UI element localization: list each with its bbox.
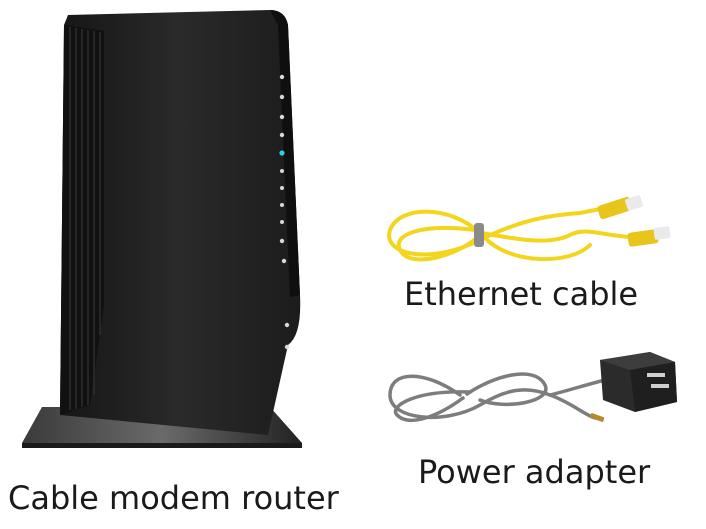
power-adapter-icon bbox=[388, 352, 677, 422]
ethernet-cable-label: Ethernet cable bbox=[404, 275, 639, 313]
cable-modem-router-label: Cable modem router bbox=[8, 479, 339, 517]
cable-modem-router-icon bbox=[22, 10, 302, 448]
ethernet-cable-icon bbox=[387, 195, 671, 262]
power-adapter-label: Power adapter bbox=[418, 453, 651, 491]
